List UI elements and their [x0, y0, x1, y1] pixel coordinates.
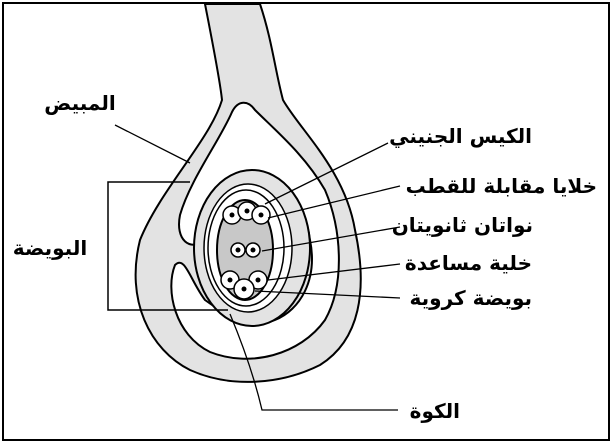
- label-antipodal-cells: خلايا مقابلة للقطب: [406, 174, 597, 198]
- label-embryo-sac: الكيس الجنيني: [389, 124, 532, 149]
- label-polar-nuclei: نواتان ثانويتان: [392, 213, 533, 237]
- label-egg-cell: بويضة كروية: [410, 286, 533, 310]
- label-ovary: المبيض: [44, 91, 115, 115]
- label-micropyle: الكوة: [410, 399, 460, 423]
- label-ovule: البويضة: [13, 236, 87, 260]
- label-synergid: خلية مساعدة: [405, 251, 532, 275]
